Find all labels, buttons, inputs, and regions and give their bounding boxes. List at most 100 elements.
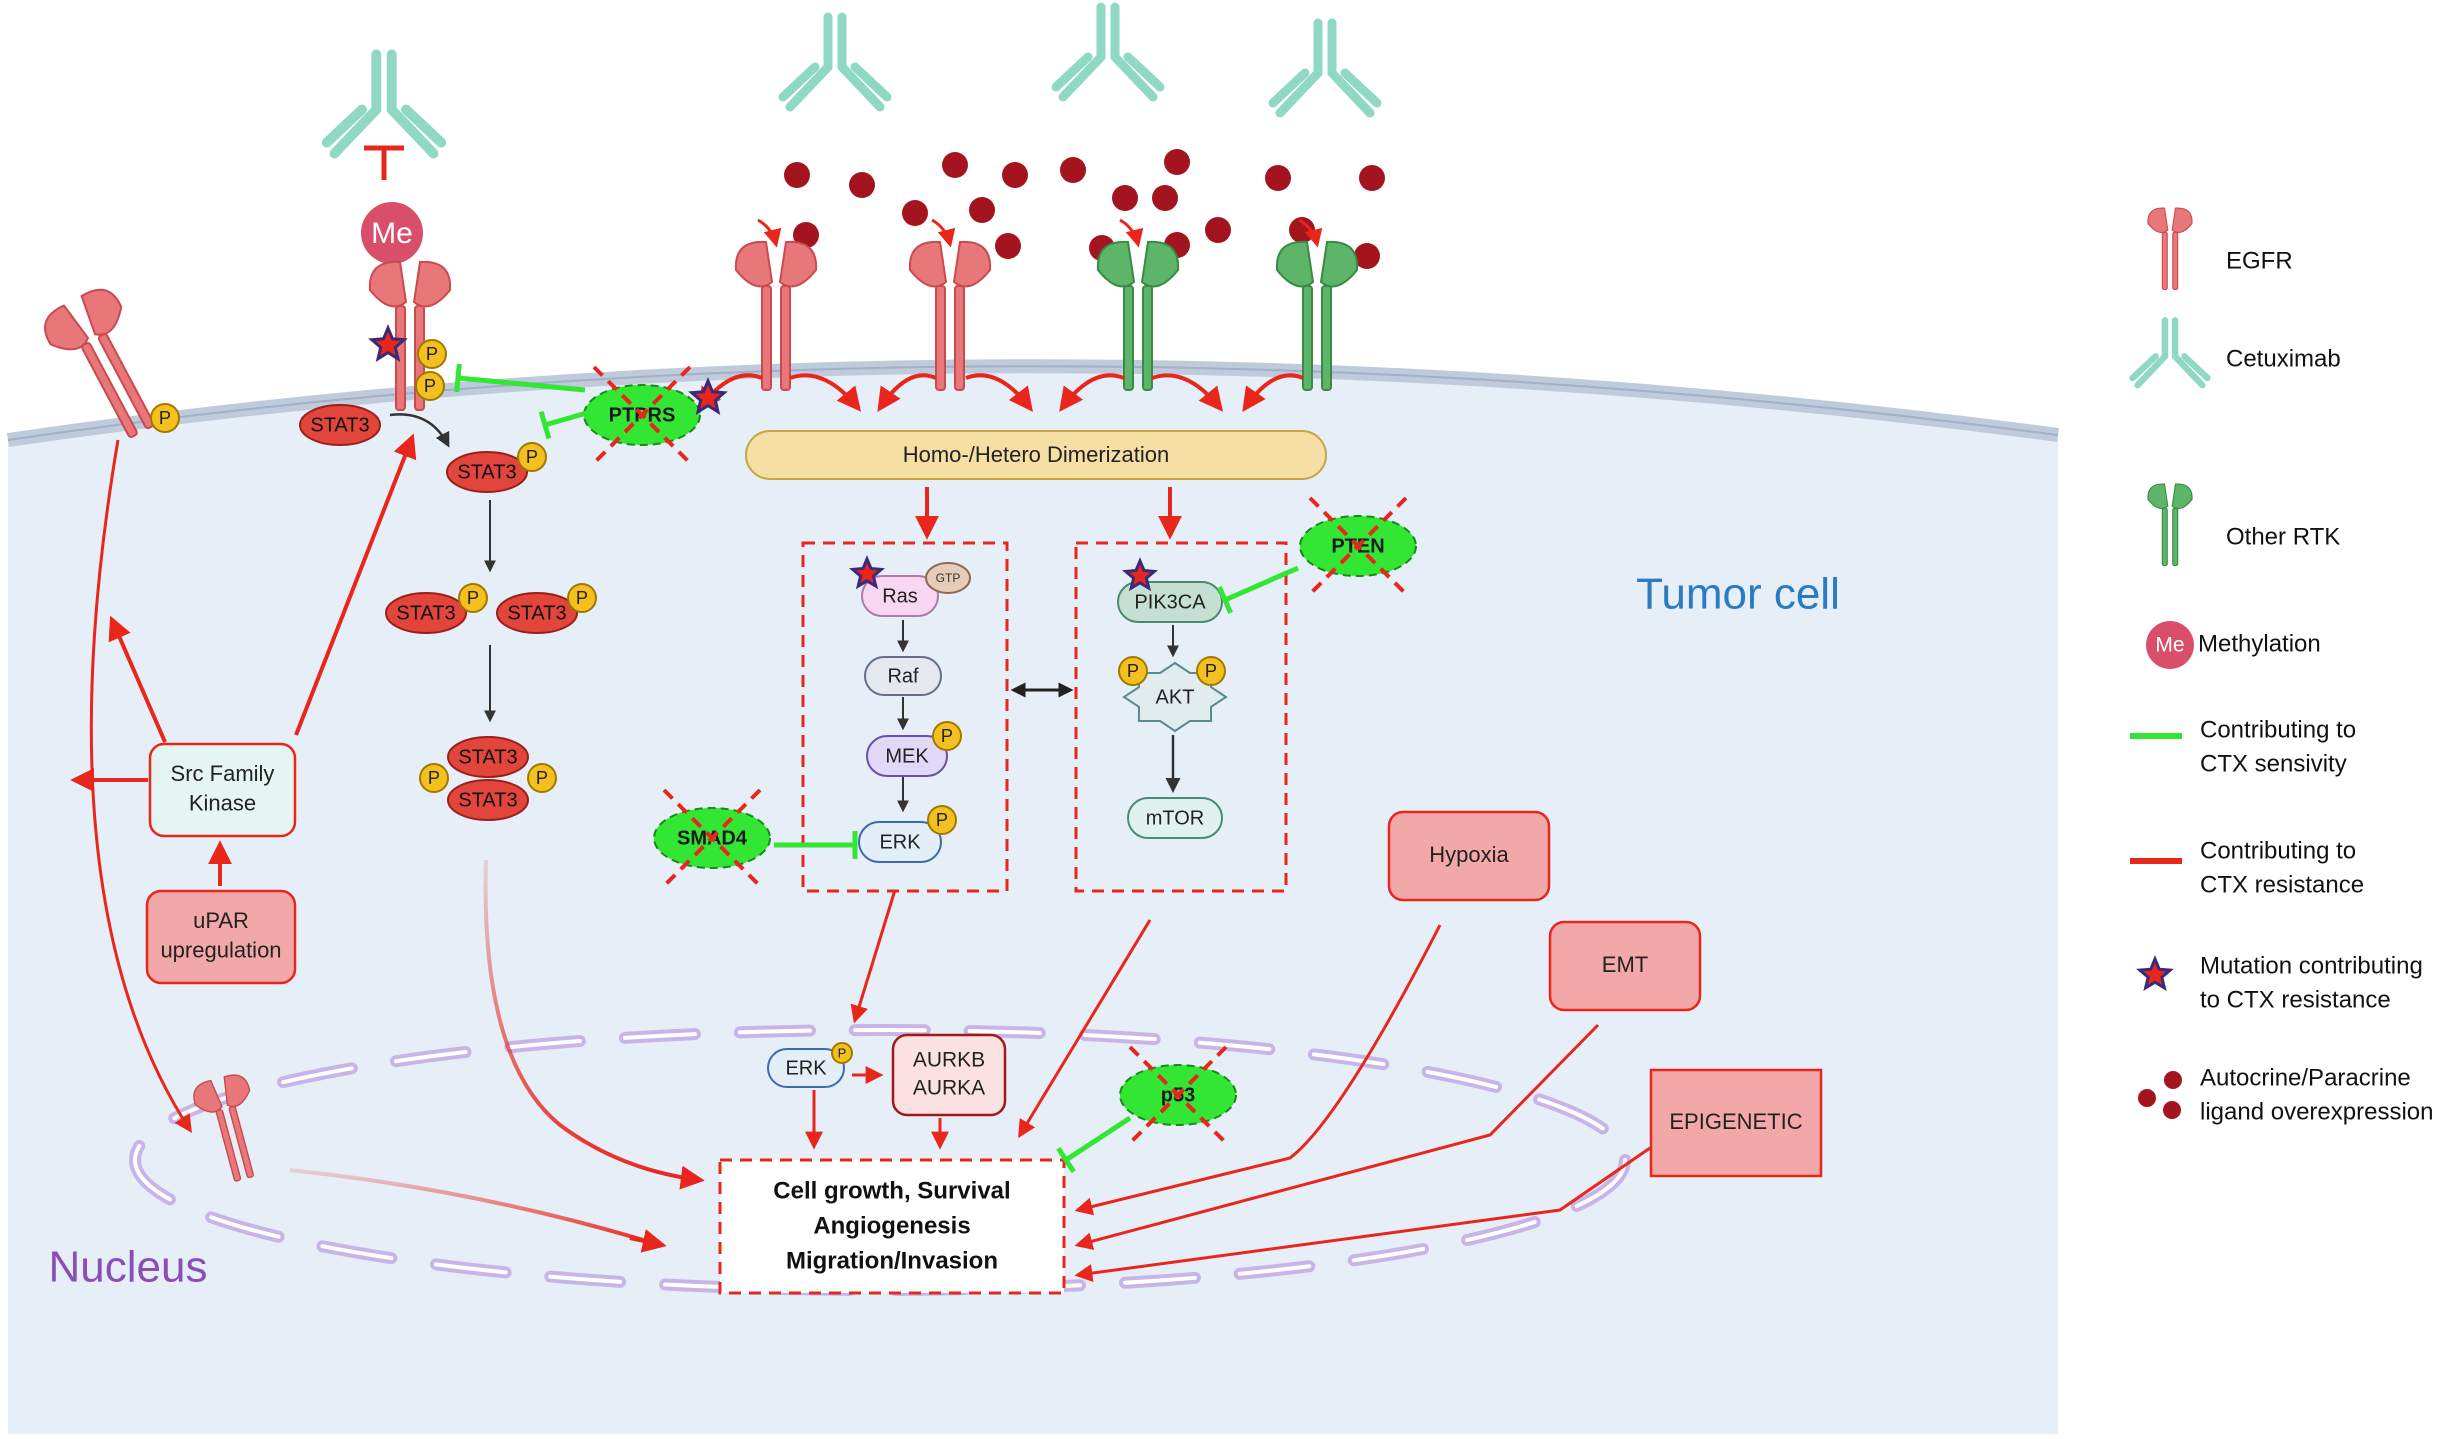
stat3-to-outcome-arrow <box>483 859 705 1190</box>
legend-text: CTX resistance <box>2200 871 2364 898</box>
outcome-box: Cell growth, SurvivalAngiogenesisMigrati… <box>718 1158 1066 1295</box>
antibody-arm <box>321 104 367 148</box>
receptor-lobe-left <box>908 240 948 288</box>
phospho-circle <box>150 403 180 433</box>
akt-label: AKT <box>1156 686 1195 708</box>
legend-text: to CTX resistance <box>2200 986 2391 1013</box>
phospho-badge: P <box>458 583 488 613</box>
ligand-dot <box>995 233 1021 259</box>
hypoxia-to-outcome-arrow <box>1074 924 1442 1216</box>
stat3-phosphorylated: STAT3 <box>446 451 528 493</box>
epigenetic-to-outcome-arrow <box>1074 1146 1651 1282</box>
pill-shape <box>745 430 1327 480</box>
pten-blob: PTEN <box>1299 496 1417 596</box>
phospho-badge: P <box>927 805 957 835</box>
ligand-dot <box>1354 243 1380 269</box>
nucleus-label: Nucleus <box>49 1243 208 1292</box>
nuclear-egfr-arrowhead <box>629 1229 667 1253</box>
erk-to-nucleus-arrow <box>850 889 897 1024</box>
antibody-arm <box>1327 18 1375 118</box>
antibody-arm <box>2171 317 2206 389</box>
mutation-star-icon <box>368 324 408 362</box>
phospho-badge: P <box>527 763 557 793</box>
other-rtk-receptor <box>1096 240 1180 391</box>
ptprs-inhibition-line <box>454 363 586 393</box>
receptor-lobe-left <box>2147 483 2169 510</box>
pill-shape <box>861 575 939 617</box>
phospho-label: P <box>526 447 538 467</box>
ligand-dot <box>2164 1071 2182 1089</box>
dimerization-arrow <box>1151 373 1224 412</box>
antibody-arm <box>401 104 447 148</box>
raf-protein: Raf <box>864 656 942 696</box>
ligand-dot <box>2163 1101 2181 1119</box>
cell-membrane-line <box>7 365 2059 441</box>
cetuximab-antibody-icon <box>321 49 447 159</box>
phospho-label: P <box>424 376 436 396</box>
legend-text: EGFR <box>2226 247 2293 274</box>
deletion-cross-line <box>1308 496 1408 596</box>
phospho-label: P <box>426 344 438 364</box>
box-shape <box>1387 810 1551 902</box>
box-label: AURKB <box>913 1048 985 1071</box>
dimerization-arrow <box>789 373 862 412</box>
phospho-badge: P <box>415 371 445 401</box>
legend-text: Methylation <box>2198 630 2321 657</box>
phospho-circle <box>927 805 957 835</box>
outcome-label: Cell growth, Survival <box>773 1177 1010 1204</box>
ligand-dot <box>1060 157 1086 183</box>
deletion-cross-line <box>1128 1045 1228 1145</box>
mapk-pathway-box <box>801 541 1009 893</box>
receptor-stalk <box>954 285 965 391</box>
receptor-lobe-left <box>734 240 774 288</box>
outcome-label: Migration/Invasion <box>786 1247 998 1274</box>
hypoxia-box: Hypoxia <box>1387 810 1551 902</box>
emt-box: EMT <box>1548 920 1702 1012</box>
pill-label: Raf <box>887 665 919 687</box>
nuclear-egfr-arrow-line <box>289 1168 661 1247</box>
other-rtk-legend-icon <box>2147 483 2193 567</box>
p53-blob: p53 <box>1119 1045 1237 1145</box>
ligand-dot <box>793 222 819 248</box>
phospho-circle <box>517 442 547 472</box>
ligand-dot <box>1164 149 1190 175</box>
src-to-stat3-arrow <box>294 433 417 736</box>
deletion-cross-line <box>592 365 692 465</box>
ligand-dot <box>969 197 995 223</box>
antibody-arm <box>1058 2 1106 102</box>
stat3-shape <box>496 592 578 634</box>
ligand-dot <box>1002 162 1028 188</box>
erk-protein: ERK <box>858 821 942 863</box>
stat3-label: STAT3 <box>457 461 516 483</box>
antibody-arm <box>1340 68 1382 108</box>
outcome-shape <box>718 1158 1066 1295</box>
stat3-label: STAT3 <box>310 414 369 436</box>
antibody-arm <box>386 49 439 159</box>
stat3-unphosphorylated: STAT3 <box>299 404 381 446</box>
phospho-label: P <box>838 1045 847 1060</box>
stat3-dimer-right: STAT3 <box>496 592 578 634</box>
pill-shape <box>866 735 948 777</box>
receptor-stalk <box>2172 231 2179 291</box>
receptor-stalk <box>2161 507 2168 567</box>
egfr-legend-icon <box>2147 207 2193 291</box>
stat3-dimer-left: STAT3 <box>385 592 467 634</box>
stat3-nuclear-bottom: STAT3 <box>447 779 529 821</box>
gtp-shape <box>925 562 971 594</box>
antibody-arm <box>778 62 820 102</box>
phospho-badge: P <box>831 1042 853 1064</box>
phospho-circle <box>1196 656 1226 686</box>
receptor-stalk <box>97 333 155 430</box>
smad4-inhibition-line <box>774 831 858 859</box>
ligand-dot <box>1205 217 1231 243</box>
ligand-dot <box>784 162 810 188</box>
receptor-stalk <box>1142 285 1153 391</box>
box-shape <box>1649 1068 1823 1178</box>
phospho-badge: P <box>1196 656 1226 686</box>
pill-shape <box>1127 797 1223 839</box>
inhibition-bar <box>538 410 552 440</box>
mutation-star-icon <box>848 555 886 590</box>
